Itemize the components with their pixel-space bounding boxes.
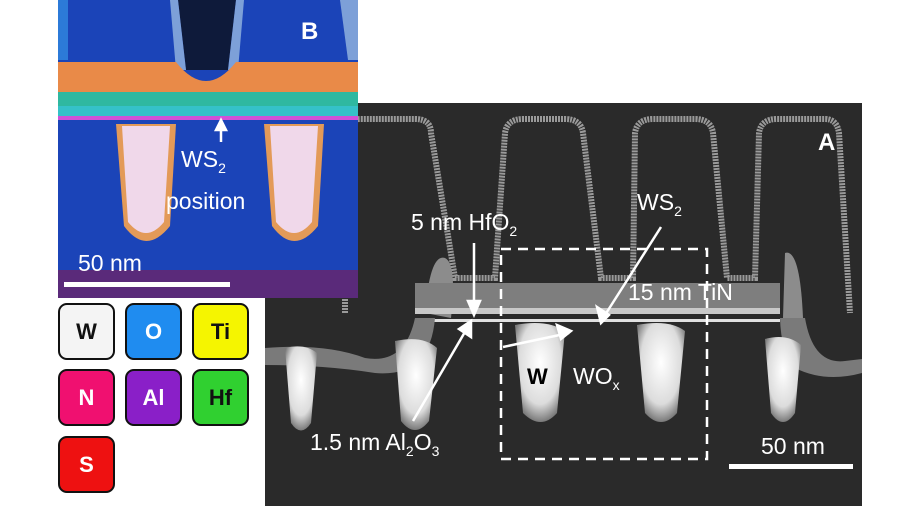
- annotation-hfo2: 5 nm HfO2: [411, 209, 517, 239]
- legend-s: S: [58, 436, 115, 493]
- annotation-tin: 15 nm TiN: [628, 279, 733, 305]
- ws2-text: WS: [637, 189, 675, 215]
- al2o3-sub1: 2: [405, 443, 414, 459]
- ws2-position-text: WS: [181, 146, 219, 172]
- al2o3-sub2: 3: [431, 443, 440, 459]
- annotation-position: position: [166, 188, 246, 214]
- wox-sub: x: [612, 377, 620, 393]
- ws2-position-sub: 2: [218, 160, 226, 176]
- label-a: A: [818, 129, 836, 156]
- hfo2-sub: 2: [509, 223, 518, 239]
- ws2-sub: 2: [674, 203, 682, 219]
- tem-image: [265, 116, 862, 469]
- al2o3-text-b: O: [413, 429, 432, 455]
- eds-panel-b: B WS2 position 50 nm: [58, 0, 358, 298]
- legend-w: W: [58, 303, 115, 360]
- scale-bar-label-b: 50 nm: [78, 250, 142, 276]
- annotation-al2o3: 1.5 nm Al2O3: [310, 429, 439, 459]
- annotation-ws2-position: WS2: [181, 146, 226, 176]
- al2o3-text-a: 1.5 nm Al: [310, 429, 406, 455]
- legend-al: Al: [125, 369, 182, 426]
- legend-al-label: Al: [142, 384, 165, 410]
- legend-hf-label: Hf: [208, 384, 233, 410]
- eds-map: [58, 0, 358, 298]
- legend-o: O: [125, 303, 182, 360]
- annotation-wox: WOx: [573, 363, 620, 393]
- legend-n: N: [58, 369, 115, 426]
- legend-o-label: O: [144, 318, 163, 344]
- legend-ti-label: Ti: [210, 318, 231, 344]
- legend-w-label: W: [76, 318, 97, 344]
- annotation-ws2: WS2: [637, 189, 682, 219]
- label-b: B: [301, 18, 319, 45]
- legend-s-label: S: [79, 451, 94, 477]
- legend-hf: Hf: [192, 369, 249, 426]
- wox-text: WO: [573, 363, 613, 389]
- annotation-w: W: [527, 364, 548, 389]
- legend-n-label: N: [78, 384, 95, 410]
- scale-bar-label-a: 50 nm: [761, 433, 825, 459]
- legend-ti: Ti: [192, 303, 249, 360]
- hfo2-text: 5 nm HfO: [411, 209, 510, 235]
- tem-panel-a: A 5 nm HfO2 WS2 15 nm TiN W WOx 1.5 nm A…: [265, 103, 862, 506]
